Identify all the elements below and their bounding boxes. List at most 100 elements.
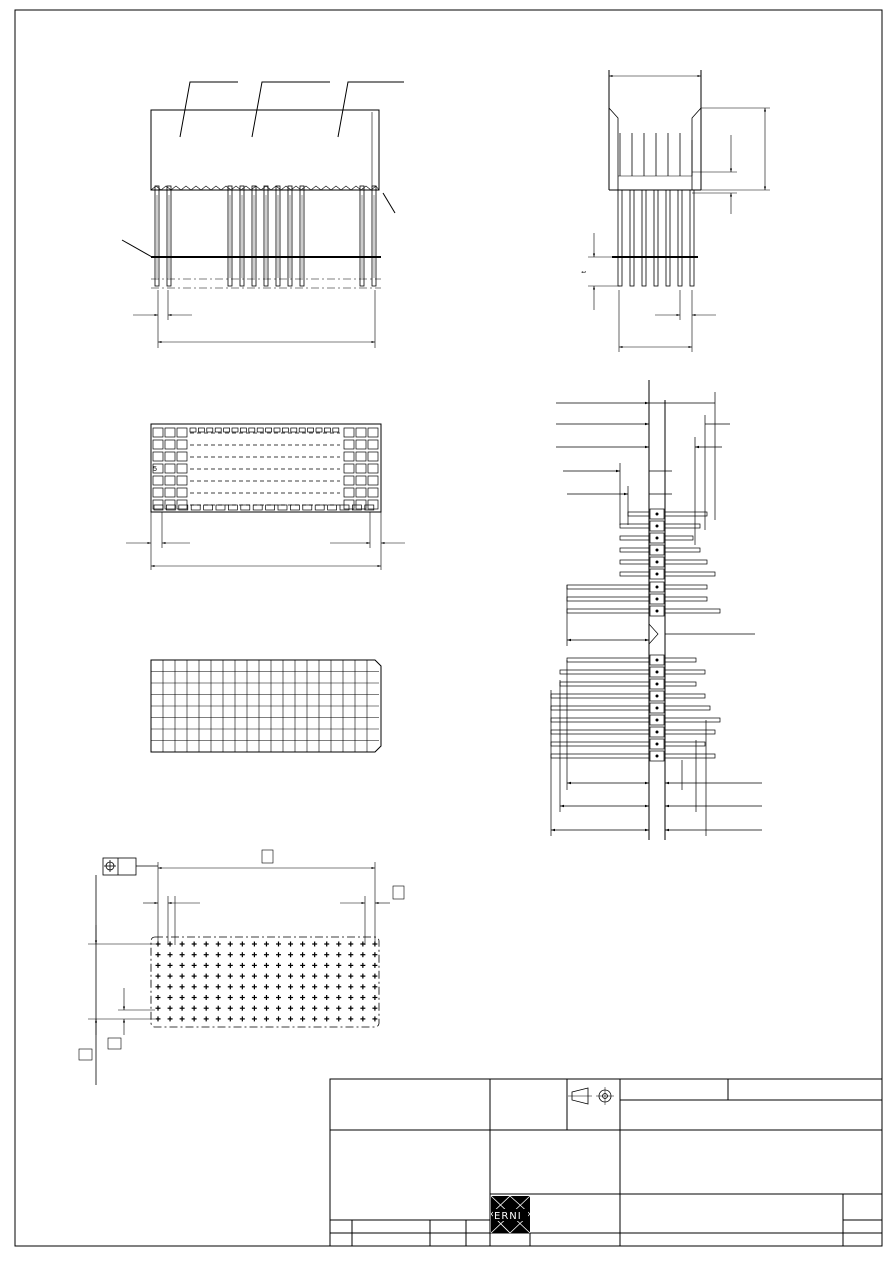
pin-row-housing [649, 738, 665, 750]
top-slot [282, 427, 289, 433]
pin-row-left [550, 693, 650, 699]
bottom-slot [166, 504, 176, 511]
contact-cell [152, 463, 164, 474]
pin-row-right [664, 657, 697, 663]
top-view-contact-cells [152, 427, 379, 511]
pin-row-marker [655, 536, 659, 540]
pin-row-marker [655, 694, 659, 698]
front-pin [299, 185, 305, 287]
housing-serration [150, 185, 380, 191]
pin-row-right [664, 547, 701, 553]
contact-cell [367, 451, 379, 462]
top-slot [315, 427, 323, 433]
pin-row-housing [649, 714, 665, 726]
logo-text: ERNI [494, 1211, 522, 1222]
contact-cell [355, 475, 367, 486]
pin-row-housing [649, 605, 665, 617]
top-slot [198, 427, 205, 433]
pcb-hole-pattern [155, 941, 378, 1022]
pin-row-left [619, 559, 650, 565]
contact-cell [355, 439, 367, 450]
bottom-view-outline [150, 659, 382, 753]
top-slot [290, 427, 298, 433]
pin-row-marker [655, 670, 659, 674]
pin-row-housing [649, 702, 665, 714]
pin-row-housing [649, 544, 665, 556]
bottom-slot [290, 504, 300, 511]
pin-row-left [619, 535, 650, 541]
bottom-slot [352, 504, 362, 511]
pin-row-marker [655, 560, 659, 564]
contact-cell [367, 499, 379, 510]
top-slot [298, 427, 306, 433]
bottom-slot [153, 504, 164, 511]
contact-cell [152, 475, 164, 486]
front-pin [239, 185, 245, 287]
contact-cell [152, 427, 164, 438]
pin-row-housing [649, 581, 665, 593]
pin-row-marker [655, 682, 659, 686]
contact-cell [152, 499, 164, 510]
pin-row-left [566, 657, 650, 663]
pin-row-left [559, 669, 650, 675]
top-slot [256, 427, 264, 433]
pin-row-right [664, 753, 716, 759]
contact-cell [164, 427, 176, 438]
bottom-view-grid [151, 660, 379, 752]
pin-row-housing [649, 508, 665, 520]
pin-row-left [550, 729, 650, 735]
front-view [121, 81, 404, 348]
pin-row-marker [655, 597, 659, 601]
erni-logo: ERNI [490, 1195, 531, 1234]
contact-cell [164, 451, 176, 462]
front-pin [251, 185, 257, 287]
pin-row-left [559, 681, 650, 687]
contact-cell [176, 499, 188, 510]
pin-row-left [566, 584, 650, 590]
front-pin [154, 185, 160, 287]
pin-row-housing [649, 750, 665, 762]
contact-cell [343, 475, 355, 486]
contact-cell [164, 463, 176, 474]
top-slot [214, 427, 222, 433]
pin-row-marker [655, 512, 659, 516]
pcb-outline [150, 936, 380, 1028]
side-pin-lower [629, 189, 635, 287]
bottom-slot [314, 504, 325, 511]
bottom-slot [215, 504, 226, 511]
pin-row-right [664, 669, 706, 675]
sheet-border [14, 9, 883, 1247]
side-pin-lower [677, 189, 683, 287]
contact-cell [367, 487, 379, 498]
title-block [329, 1078, 883, 1247]
pin-row-right [664, 729, 716, 735]
pin-row-housing [649, 532, 665, 544]
top-slot [307, 427, 314, 433]
pin-row-housing [649, 520, 665, 532]
pin-row-right [664, 523, 701, 529]
pin-row-housing [649, 556, 665, 568]
pin-row-marker [655, 609, 659, 613]
pin-row-left [627, 511, 650, 517]
contact-cell [343, 451, 355, 462]
pin-row-marker [655, 754, 659, 758]
leader-5 [121, 239, 153, 258]
leader-3 [337, 81, 404, 138]
contact-cell [176, 427, 188, 438]
pin-row-right [664, 693, 706, 699]
pin-row-housing [649, 654, 665, 666]
pin-row-right [664, 584, 708, 590]
pin-row-right [664, 535, 694, 541]
contact-cell [355, 463, 367, 474]
pin-row-housing [649, 690, 665, 702]
bottom-slot [265, 504, 275, 511]
leader-1 [179, 81, 238, 138]
top-slot [324, 427, 331, 433]
front-pin [227, 185, 233, 287]
top-slot [248, 427, 256, 433]
top-slot [273, 427, 281, 433]
pin-row-right [664, 717, 721, 723]
front-pin [287, 185, 293, 287]
top-slot [265, 427, 272, 433]
